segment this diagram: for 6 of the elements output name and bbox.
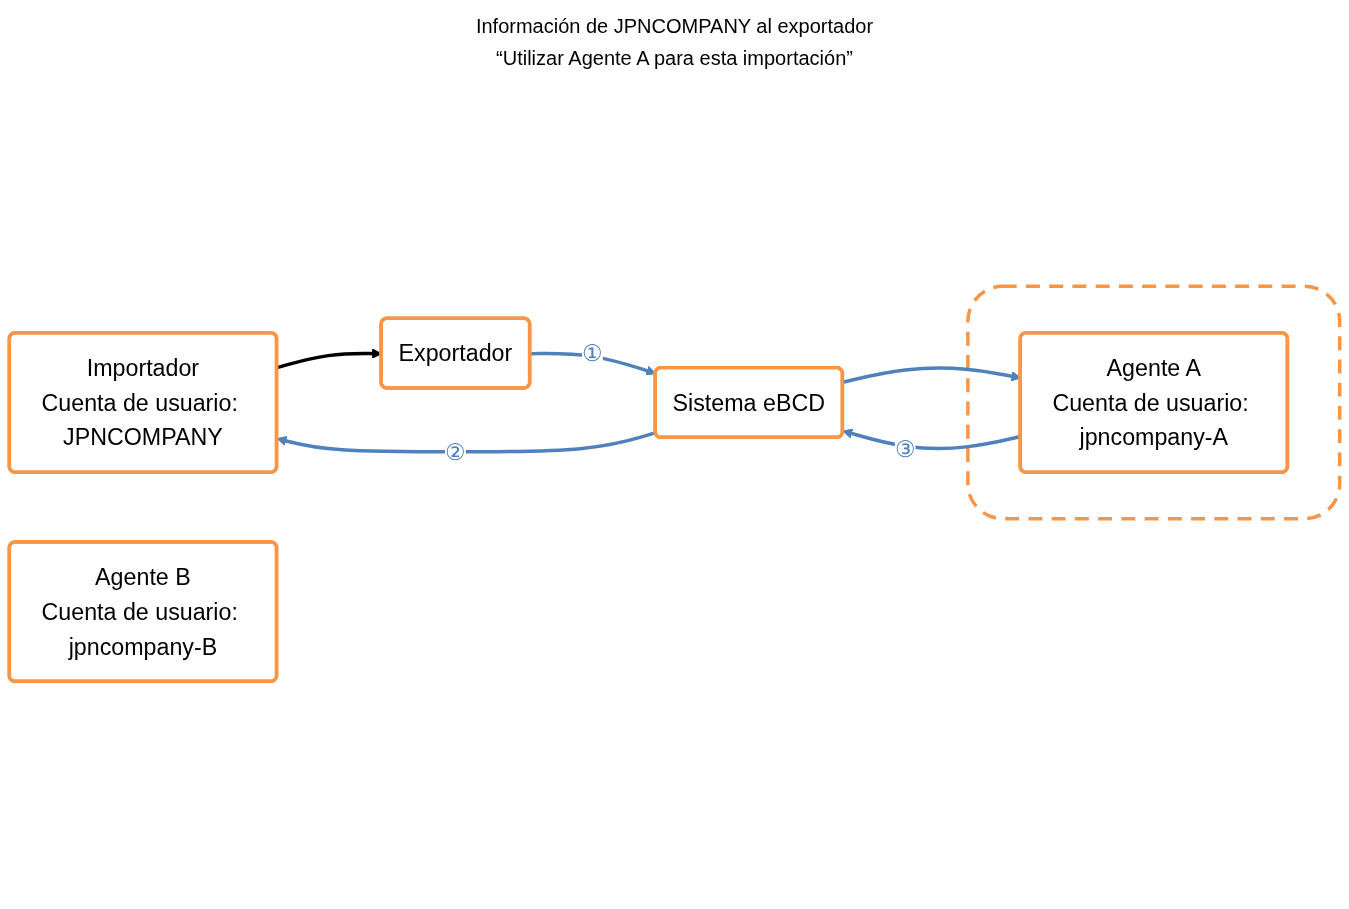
edge-label: ② xyxy=(444,439,466,465)
edge-label: ③ xyxy=(894,436,916,462)
cluster xyxy=(966,284,1342,521)
note-text: Información de JPNCOMPANY al exportador xyxy=(475,14,874,39)
note-text: “Utilizar Agente A para esta importación” xyxy=(496,46,853,71)
edge-label: ① xyxy=(581,340,603,367)
